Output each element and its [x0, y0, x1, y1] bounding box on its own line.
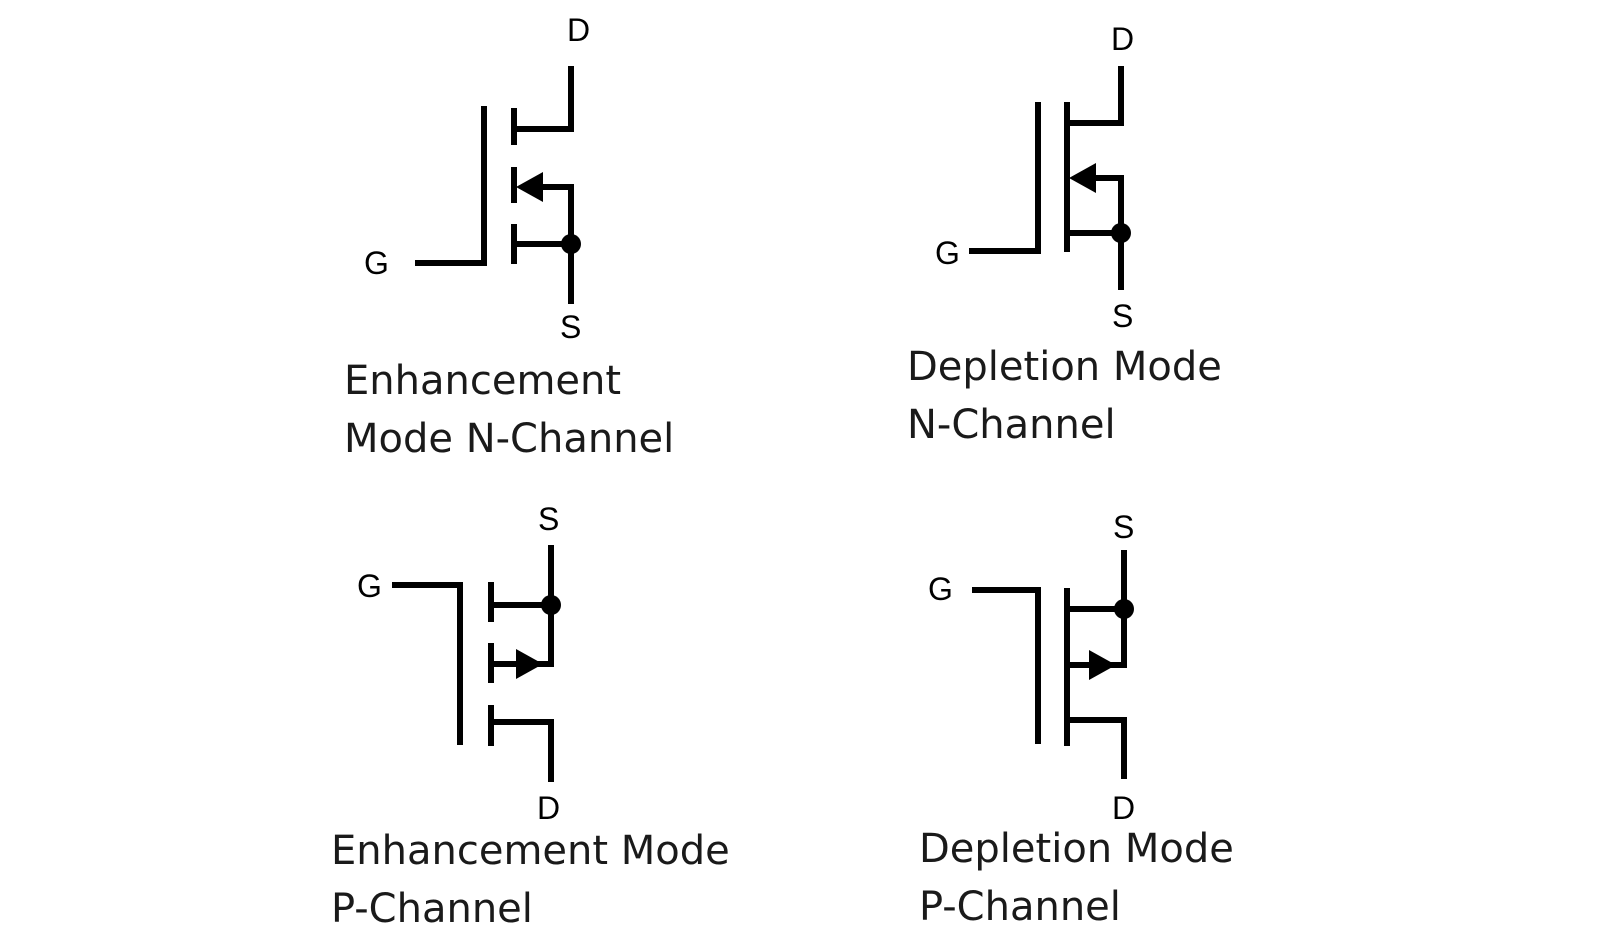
- pin-label-drain: D: [1111, 21, 1134, 57]
- caption-line: Depletion Mode: [919, 826, 1234, 872]
- arrow-inward-icon: [1069, 163, 1096, 193]
- body-connection: [491, 605, 554, 667]
- junction-dot: [561, 234, 581, 254]
- gate-lead: [969, 102, 1041, 254]
- gate-lead: [972, 587, 1041, 744]
- pin-label-drain: D: [567, 12, 590, 48]
- arrow-inward-icon: [516, 172, 543, 202]
- source-lead: [1067, 550, 1127, 612]
- caption-enhancement-p-channel: Enhancement Mode P-Channel: [331, 822, 730, 938]
- depletion-p-channel-symbol: S G D: [928, 509, 1135, 826]
- caption-enhancement-n-channel: Enhancement Mode N-Channel: [344, 352, 674, 468]
- source-lead: [514, 241, 574, 304]
- junction-dot: [541, 595, 561, 615]
- body-connection: [538, 184, 574, 244]
- junction-dot: [1114, 599, 1134, 619]
- pin-label-source: S: [1112, 298, 1133, 334]
- arrow-outward-icon: [1089, 650, 1116, 680]
- caption-line: P-Channel: [919, 884, 1121, 930]
- drain-lead: [514, 66, 574, 132]
- pin-label-gate: G: [364, 245, 389, 281]
- enhancement-n-channel-symbol: D G S: [364, 12, 590, 345]
- pin-label-drain: D: [1112, 790, 1135, 826]
- caption-line: Mode N-Channel: [344, 416, 675, 462]
- enhancement-p-channel-symbol: S G D: [357, 501, 561, 826]
- caption-line: P-Channel: [331, 886, 533, 932]
- caption-depletion-n-channel: Depletion Mode N-Channel: [907, 338, 1222, 454]
- arrow-outward-icon: [516, 649, 543, 679]
- junction-dot: [1111, 223, 1131, 243]
- caption-line: Depletion Mode: [907, 344, 1222, 390]
- caption-depletion-p-channel: Depletion Mode P-Channel: [919, 820, 1234, 936]
- caption-line: Enhancement Mode: [331, 828, 730, 874]
- gate-lead: [415, 106, 487, 266]
- source-lead: [1067, 230, 1124, 290]
- depletion-n-channel-symbol: D G S: [935, 21, 1134, 334]
- caption-line: Enhancement: [344, 358, 622, 404]
- drain-lead: [1067, 717, 1127, 779]
- gate-lead: [392, 582, 463, 745]
- pin-label-source: S: [1113, 509, 1134, 545]
- drain-lead: [1067, 66, 1124, 126]
- caption-line: N-Channel: [907, 402, 1116, 448]
- pin-label-gate: G: [935, 235, 960, 271]
- pin-label-source: S: [560, 309, 581, 345]
- drain-lead: [491, 719, 554, 782]
- pin-label-gate: G: [357, 568, 382, 604]
- body-connection: [1067, 609, 1127, 668]
- pin-label-source: S: [538, 501, 559, 537]
- body-connection: [1091, 175, 1124, 233]
- pin-label-gate: G: [928, 571, 953, 607]
- source-lead: [491, 545, 554, 608]
- pin-label-drain: D: [537, 790, 560, 826]
